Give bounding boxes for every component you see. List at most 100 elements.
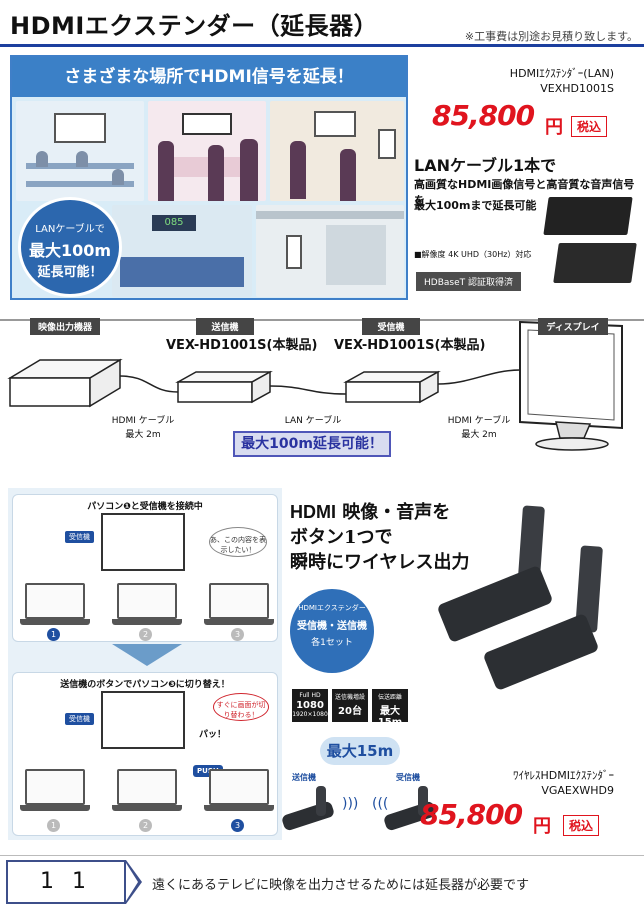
source-device-tag: 映像出力機器 — [30, 318, 100, 335]
shop-screen — [182, 113, 232, 135]
shop-scene — [148, 101, 266, 201]
spec-label: Full HD — [299, 692, 321, 699]
footer-caption: 遠くにあるテレビに映像を出力させるためには延長器が必要です — [152, 878, 530, 893]
customer-figure — [240, 139, 258, 201]
panel-title: 送信機のボタンでパソコン❸に切り替え！ — [60, 680, 230, 690]
laptop-base — [20, 805, 90, 811]
product1-model: VEXHD1001S — [540, 82, 614, 95]
speech-bubble: すぐに画面が切り替わる！ — [213, 693, 269, 721]
spec-expansion: 送信機増設 20台 — [332, 689, 368, 722]
badge-line1: LANケーブルで — [35, 224, 105, 235]
wireless-wave-icon: ((( — [372, 796, 389, 812]
product2-price: 85,800 — [420, 798, 523, 831]
page-footer: 11 遠くにあるテレビに映像を出力させるためには延長器が必要です — [0, 855, 644, 907]
product2-model: VGAEXWHD9 — [541, 784, 614, 797]
laptop-2 — [117, 583, 177, 619]
spec-value: 1080 — [296, 700, 324, 711]
badge-line3: 延長可能！ — [37, 265, 103, 280]
transmitter-model: VEX-HD1001S(本製品) — [166, 338, 318, 353]
laptop-1 — [25, 583, 85, 619]
classroom-screen — [54, 113, 106, 143]
product1-name: HDMIｴｸｽﾃﾝﾀﾞｰ(LAN) VEXHD1001S — [510, 66, 614, 96]
product1-name-line1: HDMIｴｸｽﾃﾝﾀﾞｰ(LAN) — [509, 67, 614, 80]
station-scene — [256, 205, 404, 297]
transmitter-label: 送信機 — [292, 773, 316, 782]
display-monitor — [101, 691, 185, 749]
lobby-screen — [314, 111, 356, 137]
switching-illustration: パソコン❶と受信機を接続中 受信機 あ、この内容を表示したい！ 1 2 3 送信… — [8, 488, 282, 840]
product1-feature-heading: LANケーブル1本で — [414, 156, 557, 175]
hall-scene: 085 — [112, 205, 252, 297]
transmitter-photo — [543, 197, 633, 235]
product2-name: ﾜｲﾔﾚｽHDMIｴｸｽﾃﾝﾀﾞｰ VGAEXWHD9 — [513, 768, 614, 798]
header-note: ※工事費は別途お見積り致します。 — [464, 30, 638, 43]
seating-rows — [120, 257, 244, 287]
spec-label: 伝送距離 — [377, 694, 402, 701]
down-arrow-icon — [112, 644, 182, 666]
visitor-figure — [290, 141, 306, 199]
badge-line1: HDMIエクステンダー — [298, 604, 366, 612]
receiver-label: 受信機 — [65, 531, 94, 543]
spec-sub: 1920×1080 — [292, 711, 328, 718]
laptop-number-3: 3 — [231, 819, 244, 832]
switch-panel-after: 送信機のボタンでパソコン❸に切り替え！ 受信機 すぐに画面が切り替わる！ パッ！… — [12, 672, 278, 836]
diagram-drawing — [0, 319, 644, 451]
laptop-base — [20, 619, 90, 625]
laptop-base — [204, 619, 274, 625]
cable-length: 最大 2m — [461, 430, 497, 440]
product2-headline: HDMI 映像・音声を ボタン1つで 瞬時にワイヤレス出力 — [290, 500, 469, 575]
laptop-3 — [209, 583, 269, 619]
laptop-number-2: 2 — [139, 819, 152, 832]
laptop-number-1: 1 — [47, 628, 60, 641]
antenna-icon — [316, 786, 326, 816]
product1-resolution-note: ■解像度 4K UHD（30Hz）対応 — [414, 250, 532, 259]
badge-line2: 受信機・送信機 — [297, 621, 367, 632]
product1-feature-text: 高画質なHDMI画像信号と高音質な音声信号を — [414, 178, 635, 207]
headline-line2: ボタン1つで — [290, 527, 393, 548]
wireless-wave-icon: ))) — [342, 796, 359, 812]
hdmi-cable-left-label: HDMI ケーブル 最大 2m — [108, 414, 178, 442]
banner-heading: さまざまな場所でHDMI信号を延長！ — [12, 57, 406, 97]
cable-name: HDMI ケーブル — [447, 416, 511, 426]
spec-value: 最大15m — [377, 706, 403, 728]
receiver-model: VEX-HD1001S(本製品) — [334, 338, 486, 353]
product2-name-line1: ﾜｲﾔﾚｽHDMIｴｸｽﾃﾝﾀﾞｰ — [513, 769, 614, 782]
receiver-photo — [553, 243, 637, 283]
visitor-figure — [340, 149, 356, 201]
station-ceiling — [256, 211, 404, 219]
spec-label: 送信機増設 — [334, 694, 365, 701]
badge-line2: 最大100m — [28, 241, 112, 260]
cable-length: 最大 2m — [125, 430, 161, 440]
laptop-1 — [25, 769, 85, 805]
page-title: HDMIエクステンダー（延長器） — [10, 12, 379, 40]
usage-banner: さまざまな場所でHDMI信号を延長！ 085 LANケーブルで 最大100m 延… — [10, 55, 408, 300]
product1-price-unit: 円 — [545, 117, 563, 138]
antenna-icon — [418, 786, 428, 816]
product2-price-unit: 円 — [533, 816, 551, 837]
receiver-dongle-photo — [482, 612, 600, 692]
hdmi-cable-right-label: HDMI ケーブル 最大 2m — [444, 414, 514, 442]
laptop-number-2: 2 — [139, 628, 152, 641]
desk-row — [26, 181, 134, 187]
switch-sound: パッ！ — [199, 730, 227, 740]
lobby-scene — [270, 101, 404, 201]
connection-diagram: 映像出力機器 送信機 受信機 ディスプレイ VEX-HD1001S(本製品) V… — [0, 310, 644, 470]
headline-line3: 瞬時にワイヤレス出力 — [290, 552, 470, 573]
laptop-number-1: 1 — [47, 819, 60, 832]
laptop-base — [112, 619, 182, 625]
switch-panel-before: パソコン❶と受信機を接続中 受信機 あ、この内容を表示したい！ 1 2 3 — [12, 494, 278, 642]
badge-line3: 各1セット — [311, 638, 353, 648]
set-contents-badge: HDMIエクステンダー 受信機・送信機 各1セット — [290, 589, 374, 673]
classroom-scene — [16, 101, 144, 201]
headline-line1: 映像・音声を — [342, 502, 451, 523]
product1-tax-badge: 税込 — [571, 116, 608, 137]
display-tag: ディスプレイ — [538, 318, 608, 335]
student-figure — [112, 169, 124, 185]
customer-figure — [208, 145, 224, 201]
station-corridor — [326, 225, 386, 285]
receiver-label: 受信機 — [396, 773, 420, 782]
student-figure — [76, 151, 88, 167]
number-sign: 085 — [152, 215, 196, 231]
distance-badge: 最大100m延長可能！ — [233, 431, 391, 457]
laptop-base — [112, 805, 182, 811]
